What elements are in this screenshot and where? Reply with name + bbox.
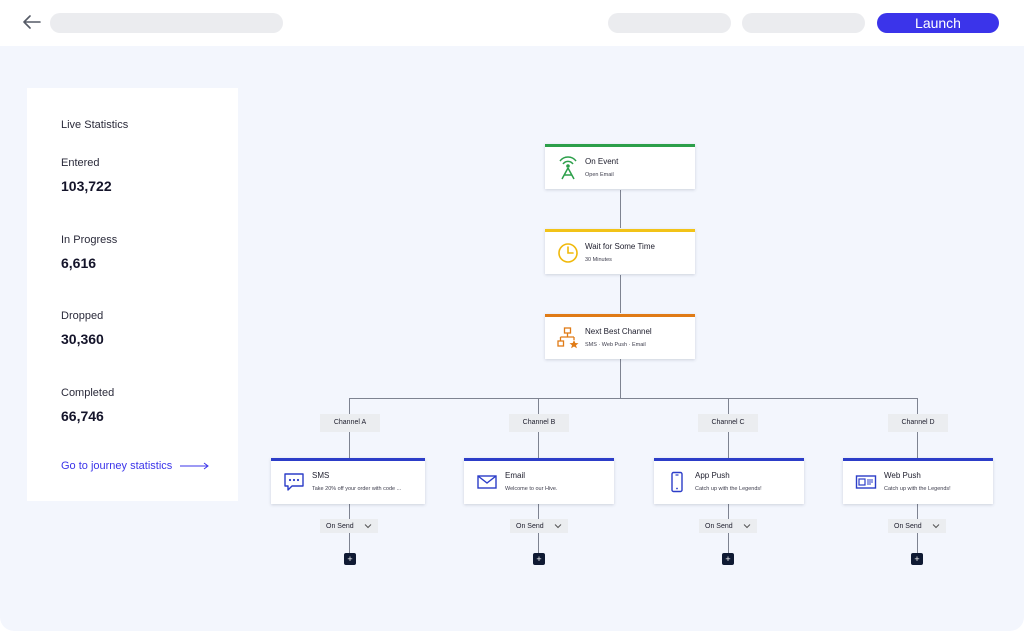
channel-label-a[interactable]: Channel A [320,414,380,432]
connector-line [349,533,350,553]
channel-label-d[interactable]: Channel D [888,414,948,432]
stats-title: Live Statistics [61,119,129,131]
connector-line [538,398,539,414]
clock-icon [558,243,578,263]
launch-button[interactable]: Launch [877,13,999,33]
journey-statistics-link[interactable]: Go to journey statistics [61,460,210,472]
toolbar-action-placeholder-2[interactable] [742,13,865,33]
card-subtitle: Catch up with the Legends! [884,486,951,492]
email-card[interactable]: Email Welcome to our Hive. [464,458,614,504]
web-push-card[interactable]: Web Push Catch up with the Legends! [843,458,993,504]
connector-line [538,533,539,553]
node-title: Wait for Some Time [585,242,655,251]
wait-node[interactable]: Wait for Some Time 30 Minutes [545,229,695,274]
stat-value-completed: 66,746 [61,408,104,424]
stat-label-completed: Completed [61,387,115,399]
email-icon [477,475,497,489]
channel-label-c[interactable]: Channel C [698,414,758,432]
connector-line [349,503,350,519]
card-title: Web Push [884,471,921,480]
connector-line [728,533,729,553]
arrow-right-icon [180,462,210,470]
add-step-button[interactable]: + [533,553,545,565]
antenna-icon [559,156,577,180]
card-title: App Push [695,471,730,480]
arrow-left-icon [23,15,41,29]
chevron-down-icon [364,524,371,529]
on-send-dropdown-a[interactable]: On Send [320,519,378,533]
connector-line [620,359,621,398]
connector-line [538,503,539,519]
connector-line [917,398,918,414]
channel-label-b[interactable]: Channel B [509,414,569,432]
journey-canvas: Live Statistics Entered 103,722 In Progr… [0,46,1024,631]
dropdown-value: On Send [894,522,922,530]
card-subtitle: Welcome to our Hive. [505,486,558,492]
branch-line [349,398,918,399]
card-title: Email [505,471,526,480]
dropdown-value: On Send [326,522,354,530]
card-title: SMS [312,471,330,480]
next-best-channel-node[interactable]: Next Best Channel SMS · Web Push · Email [545,314,695,359]
stat-value-in-progress: 6,616 [61,255,97,271]
mobile-icon [671,471,683,493]
stat-value-dropped: 30,360 [61,331,104,347]
connector-line [349,432,350,458]
live-statistics-panel: Live Statistics Entered 103,722 In Progr… [27,88,238,501]
card-subtitle: Take 20% off your order with code ... [312,486,402,492]
channel-tree-icon [557,327,579,349]
app-push-card[interactable]: App Push Catch up with the Legends! [654,458,804,504]
connector-line [728,503,729,519]
web-push-icon [855,475,877,489]
connector-line [917,432,918,458]
connector-line [728,398,729,414]
stat-label-dropped: Dropped [61,310,104,322]
connector-line [538,432,539,458]
connector-line [917,503,918,519]
dropdown-value: On Send [705,522,733,530]
add-step-button[interactable]: + [722,553,734,565]
connector-line [728,432,729,458]
chevron-down-icon [932,524,939,529]
add-step-button[interactable]: + [911,553,923,565]
add-step-button[interactable]: + [344,553,356,565]
toolbar-action-placeholder-1[interactable] [608,13,731,33]
on-send-dropdown-c[interactable]: On Send [699,519,757,533]
journey-statistics-link-label: Go to journey statistics [61,460,173,472]
chevron-down-icon [743,524,750,529]
connector-line [620,275,621,313]
connector-line [349,398,350,414]
back-button[interactable] [20,11,44,33]
connector-line [917,533,918,553]
on-send-dropdown-d[interactable]: On Send [888,519,946,533]
node-title: On Event [585,157,619,166]
on-event-node[interactable]: On Event Open Email [545,144,695,189]
card-subtitle: Catch up with the Legends! [695,486,762,492]
connector-line [620,190,621,228]
stat-label-in-progress: In Progress [61,234,118,246]
sms-card[interactable]: SMS Take 20% off your order with code ..… [271,458,425,504]
dropdown-value: On Send [516,522,544,530]
node-subtitle: SMS · Web Push · Email [585,342,646,348]
node-subtitle: Open Email [585,172,614,178]
chevron-down-icon [554,524,561,529]
top-bar: Launch [0,0,1024,46]
on-send-dropdown-b[interactable]: On Send [510,519,568,533]
journey-name-placeholder[interactable] [50,13,283,33]
node-subtitle: 30 Minutes [585,257,612,263]
stat-label-entered: Entered [61,157,100,169]
node-title: Next Best Channel [585,327,652,336]
sms-icon [284,473,304,491]
stat-value-entered: 103,722 [61,178,112,194]
